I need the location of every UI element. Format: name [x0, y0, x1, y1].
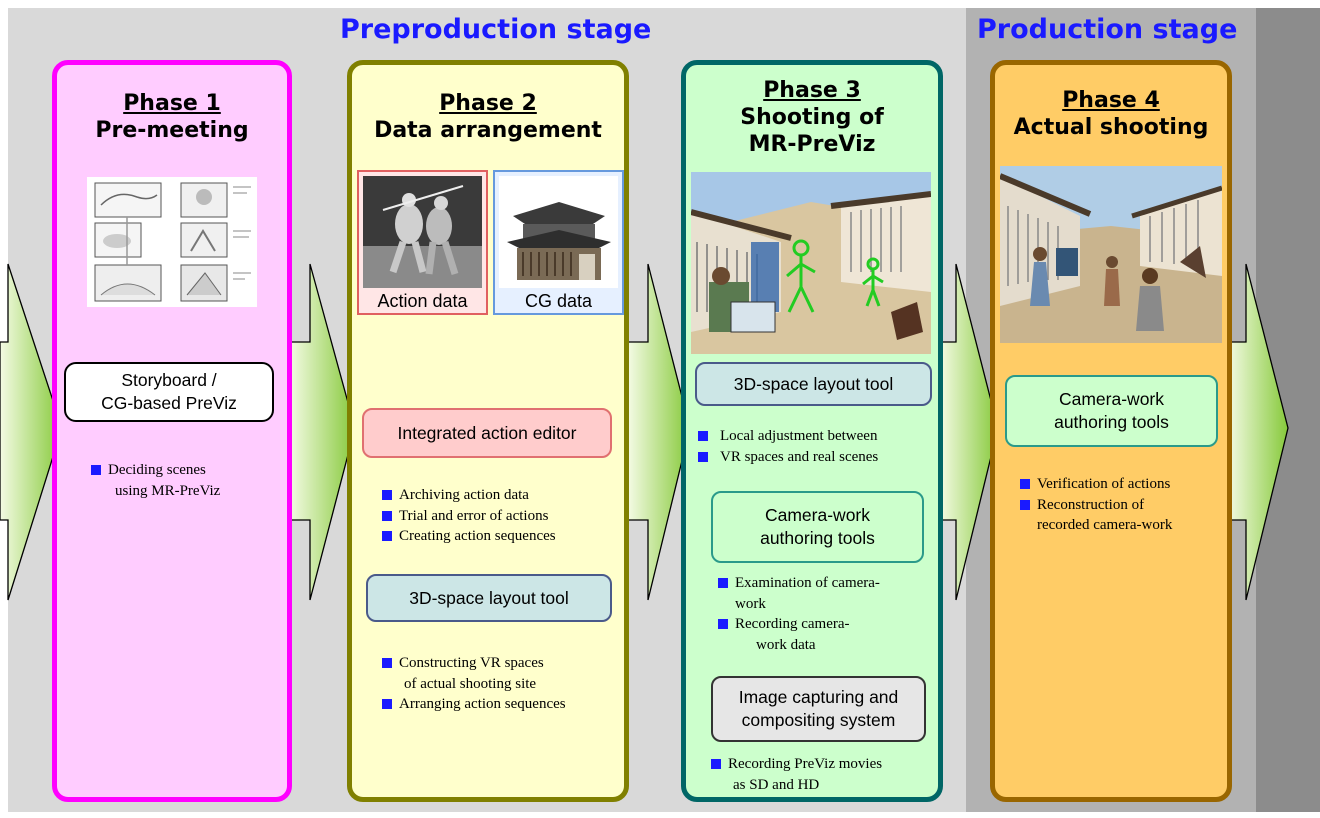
bullet-square-icon [711, 759, 721, 769]
phase-3-camera-work-tool-box: Camera-work authoring tools [711, 491, 924, 563]
bullet-square-icon [382, 699, 392, 709]
bullet-square-icon [382, 510, 392, 521]
action-data-image [363, 176, 482, 288]
bullet-item: Deciding scenes [91, 460, 220, 481]
bullet-square-icon [718, 578, 728, 588]
phase-4-title: Actual shooting [1013, 115, 1209, 140]
flow-arrow-2 [289, 263, 356, 601]
action-data-frame: Action data [357, 170, 488, 315]
phase-1-bullets: Deciding scenes using MR-PreViz [91, 460, 220, 501]
flow-arrow-5 [1227, 263, 1289, 601]
phase-3-title-line-2: MR-PreViz [748, 132, 876, 157]
storyboard-image [87, 177, 257, 307]
mr-previz-shooting-image [691, 172, 931, 354]
bullet-square-icon [382, 658, 392, 668]
phase-1-number: Phase 1 [123, 91, 221, 116]
bullet-item: Creating action sequences [382, 526, 556, 547]
phase-3-bullets-c: Recording PreViz movies as SD and HD [711, 754, 882, 795]
phase-2-number: Phase 2 [439, 91, 537, 116]
bullet-square-icon [718, 619, 728, 629]
bullet-item: Constructing VR spaces [382, 653, 566, 674]
bullet-square-icon [1020, 499, 1030, 510]
cg-data-image [499, 176, 618, 288]
phase-3-number: Phase 3 [763, 78, 861, 103]
preproduction-stage-title: Preproduction stage [340, 14, 652, 45]
bullet-square-icon [382, 490, 392, 500]
phase-2-3d-layout-tool-box: 3D-space layout tool [366, 574, 612, 622]
phase-4-number: Phase 4 [1062, 88, 1160, 113]
phase-2-title: Data arrangement [374, 118, 602, 143]
flow-arrow-1 [0, 263, 63, 601]
phase-4-bullets: Verification of actions Reconstruction o… [1020, 474, 1172, 536]
phase-4-camera-work-tool-box: Camera-work authoring tools [1005, 375, 1218, 447]
bullet-item: Reconstruction of [1020, 495, 1172, 516]
bullet-square-icon [698, 451, 708, 462]
production-stage-title: Production stage [977, 14, 1238, 45]
cg-data-caption: CG data [524, 291, 593, 311]
bullet-item: Recording PreViz movies [711, 754, 882, 775]
phase-3-panel: Phase 3 Shooting of MR-PreViz 3D-space l… [681, 60, 943, 802]
phase-1-title: Pre-meeting [95, 118, 249, 143]
phase-2-bullets-a: Archiving action data Trial and error of… [382, 485, 556, 547]
actual-shooting-image [1000, 166, 1222, 343]
phase-3-bullets-a: Local adjustment between VR spaces and r… [698, 426, 878, 467]
action-data-caption: Action data [377, 291, 468, 311]
bullet-item: Verification of actions [1020, 474, 1172, 495]
flow-arrow-3 [627, 263, 691, 601]
bullet-square-icon [382, 531, 392, 541]
bullet-item: Examination of camera- [718, 573, 880, 594]
cg-data-frame: CG data [493, 170, 624, 315]
image-capturing-system-box: Image capturing and compositing system [711, 676, 926, 742]
phase-3-bullets-b: Examination of camera- work Recording ca… [718, 573, 880, 655]
bullet-item: Trial and error of actions [382, 506, 556, 527]
bullet-item: VR spaces and real scenes [698, 447, 878, 468]
phase-3-3d-layout-tool-box: 3D-space layout tool [695, 362, 932, 406]
phase-4-panel: Phase 4 Actual shooting Camera-work auth… [990, 60, 1232, 802]
phase-2-panel: Phase 2 Data arrangement Action data CG … [347, 60, 629, 802]
bullet-square-icon [1020, 479, 1030, 489]
phase-2-bullets-b: Constructing VR spaces of actual shootin… [382, 653, 566, 715]
phase-3-title-line-1: Shooting of [740, 105, 884, 130]
bullet-item: Recording camera- [718, 614, 880, 635]
bullet-square-icon [91, 465, 101, 475]
storyboard-tool-box: Storyboard / CG-based PreViz [64, 362, 274, 422]
phase-1-panel: Phase 1 Pre-meeting Storyboard / CG-base… [52, 60, 292, 802]
integrated-action-editor-box: Integrated action editor [362, 408, 612, 458]
bullet-item: Archiving action data [382, 485, 556, 506]
bullet-item: Arranging action sequences [382, 694, 566, 715]
bullet-item: Local adjustment between [698, 426, 878, 447]
bullet-square-icon [698, 431, 708, 441]
